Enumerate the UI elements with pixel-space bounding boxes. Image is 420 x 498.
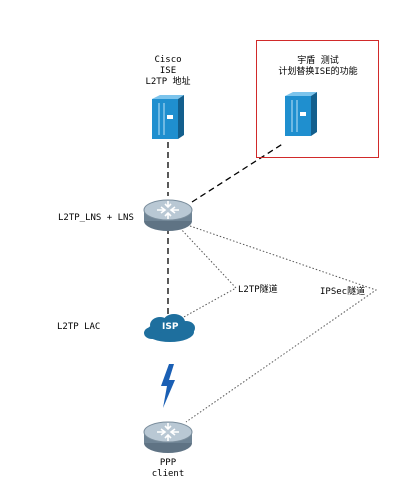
replacement-note-label: 宇盾 测试 计划替换ISE的功能 <box>278 56 357 78</box>
cisco-ise-server <box>150 95 184 145</box>
replacement-note-line2: 计划替换ISE的功能 <box>278 67 358 77</box>
ise-label: ISE <box>159 66 177 76</box>
router-icon <box>143 421 193 453</box>
cisco-label: Cisco <box>154 55 182 65</box>
wireless-link <box>158 364 178 412</box>
cisco-ise-label: Cisco ISE L2TP 地址 <box>145 55 190 88</box>
lightning-icon <box>161 364 175 408</box>
l2tp-tunnel-path <box>179 227 237 319</box>
ppp-client-router <box>143 418 195 460</box>
isp-label: ISP <box>162 322 179 332</box>
ppp-label: PPP <box>159 458 177 468</box>
l2tp-tunnel-label: L2TP隧道 <box>238 285 278 295</box>
ipsec-tunnel-path <box>185 225 378 423</box>
l2tp-address-label: L2TP 地址 <box>145 77 191 87</box>
replacement-note-line1: 宇盾 测试 <box>297 56 339 66</box>
isp-cloud: ISP <box>142 312 198 350</box>
lns-label: L2TP_LNS + LNS <box>58 213 134 223</box>
lns-to-new-server-link <box>191 142 285 203</box>
replacement-highlight-box <box>256 40 379 158</box>
new-server <box>283 92 317 142</box>
client-label: client <box>151 469 185 479</box>
lns-router <box>143 196 195 238</box>
router-icon <box>143 199 193 231</box>
server-icon <box>285 92 317 136</box>
server-icon <box>152 95 184 139</box>
ppp-client-label: PPP client <box>152 458 185 480</box>
cloud-icon <box>144 314 195 342</box>
ipsec-tunnel-label: IPSec隧道 <box>320 287 366 297</box>
lac-label: L2TP LAC <box>57 322 101 332</box>
